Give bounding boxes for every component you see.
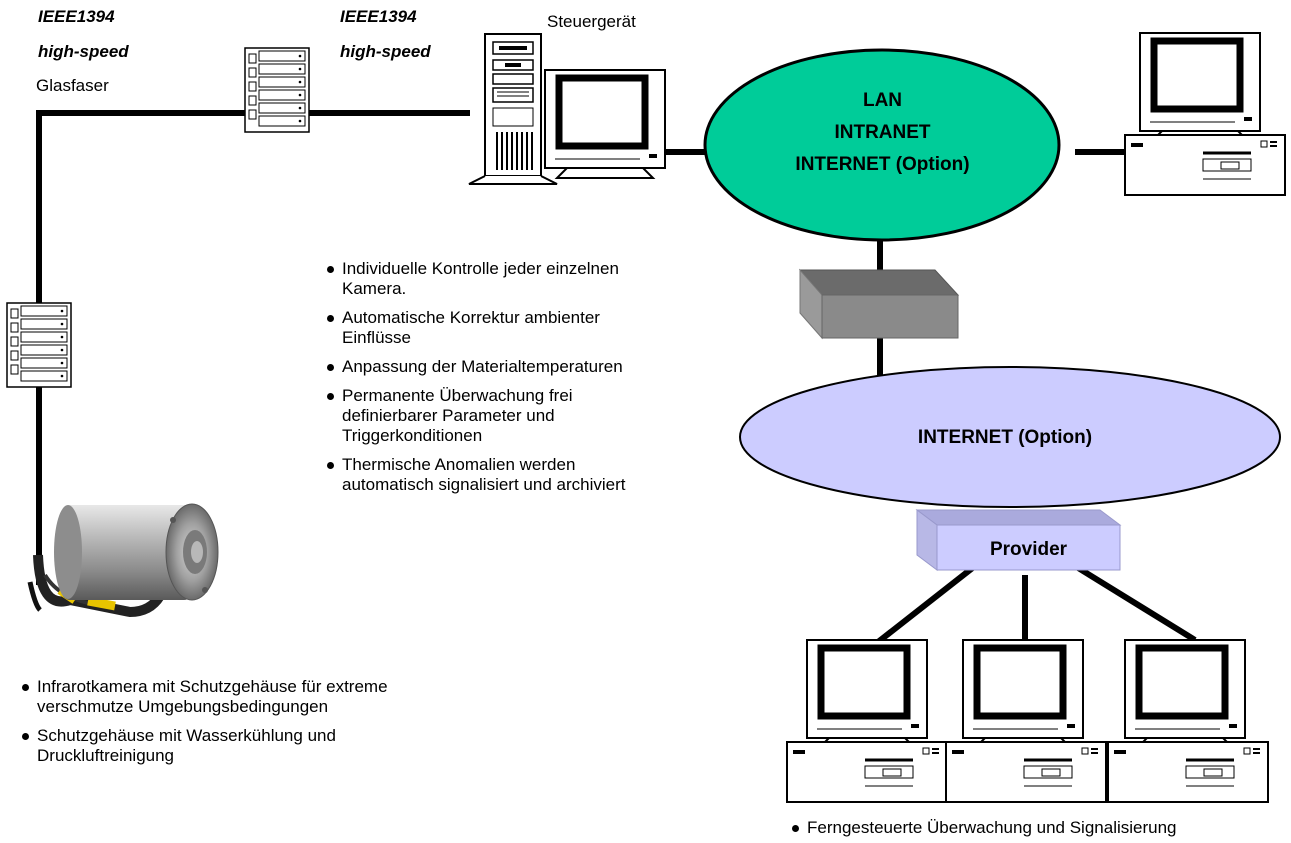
mid-protocol-line1: IEEE1394	[340, 7, 417, 26]
provider-label: Provider	[989, 539, 1068, 560]
provider-box	[915, 509, 1122, 571]
internet-cloud	[739, 366, 1281, 508]
list-item: Anpassung der Materialtemperaturen	[322, 357, 625, 377]
lan-label-line2: INTRANET	[834, 122, 931, 143]
provider-pc-cable-right	[1073, 563, 1197, 643]
fiber-cable	[36, 110, 248, 585]
tower-pc-icon	[468, 33, 558, 185]
thermal-camera-icon	[27, 503, 219, 618]
fiber-label: Glasfaser	[36, 76, 109, 95]
workstation-icon	[785, 640, 949, 804]
left-protocol-line2: high-speed	[38, 42, 129, 61]
workstation-icon	[944, 640, 1108, 804]
controller-label: Steuergerät	[547, 12, 636, 31]
camera-feature-list: Infrarotkamera mit Schutzgehäuse für ext…	[17, 677, 388, 775]
remote-feature-list: Ferngesteuerte Überwachung und Signalisi…	[787, 818, 1177, 843]
internet-label: INTERNET (Option)	[917, 427, 1093, 448]
cable-lines	[36, 110, 1197, 645]
list-item: Infrarotkamera mit Schutzgehäuse für ext…	[17, 677, 388, 717]
fiber-converter-icon	[6, 302, 72, 388]
workstation-icon	[1123, 33, 1287, 197]
monitor-icon	[545, 70, 665, 178]
fiber-converter-icon	[244, 47, 310, 133]
left-protocol-line1: IEEE1394	[38, 7, 115, 26]
list-item: Ferngesteuerte Überwachung und Signalisi…	[787, 818, 1177, 838]
mid-protocol-line2: high-speed	[340, 42, 431, 61]
provider-pc-cable-left	[876, 563, 977, 645]
lan-label-line3: INTERNET (Option)	[795, 154, 970, 175]
lan-cloud	[703, 48, 1061, 242]
lan-label-line1: LAN	[862, 90, 903, 111]
router-icon	[798, 268, 960, 340]
workstation-icon	[1106, 640, 1270, 804]
